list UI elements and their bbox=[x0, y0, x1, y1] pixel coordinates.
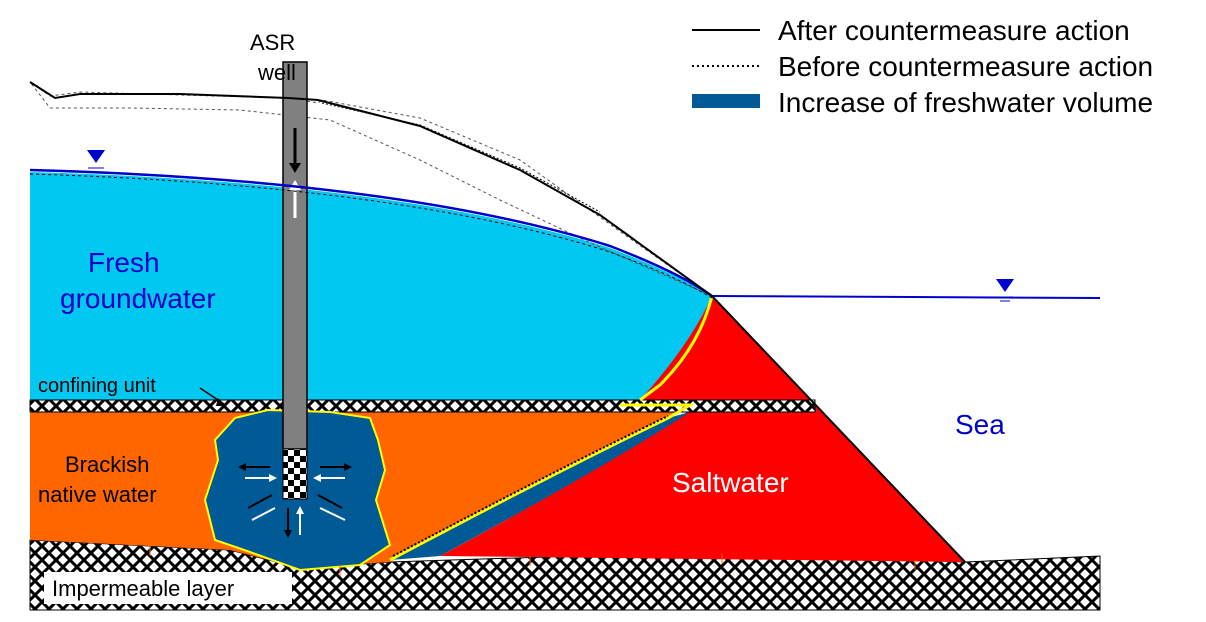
impermeable-layer-label: Impermeable layer bbox=[52, 576, 234, 601]
intrusion-strip bbox=[390, 412, 690, 560]
legend-increase-swatch bbox=[692, 94, 760, 108]
water-table-before bbox=[29, 173, 713, 299]
legend-increase-label: Increase of freshwater volume bbox=[778, 87, 1153, 118]
interface-yellow-lower bbox=[389, 403, 696, 562]
asr-well-screen bbox=[282, 448, 308, 500]
water-table-after bbox=[29, 168, 713, 298]
water-level-icon-sea bbox=[996, 279, 1014, 302]
legend-before-label: Before countermeasure action bbox=[778, 51, 1153, 82]
fresh-groundwater-label-line1: Fresh bbox=[88, 247, 160, 278]
legend-after-label: After countermeasure action bbox=[778, 15, 1130, 46]
interface-yellow-upper bbox=[639, 295, 714, 402]
water-level-icon-land bbox=[87, 150, 105, 173]
legend: After countermeasure action Before count… bbox=[692, 15, 1153, 118]
asr-well-label-line2: well bbox=[257, 60, 296, 85]
sea-level bbox=[711, 295, 1101, 299]
brackish-water-label-line1: Brackish bbox=[65, 452, 149, 477]
confining-unit-pointer-head bbox=[216, 398, 226, 406]
fresh-groundwater-zone bbox=[30, 172, 712, 400]
sea-label: Sea bbox=[955, 409, 1005, 440]
brackish-water-label-line2: native water bbox=[38, 482, 157, 507]
confining-unit-label: confining unit bbox=[38, 375, 156, 397]
asr-well-casing bbox=[282, 61, 308, 450]
impermeable-tick-marks bbox=[149, 546, 916, 576]
well-arrows bbox=[238, 128, 352, 538]
saltwater-label: Saltwater bbox=[672, 467, 789, 498]
confining-unit-layer bbox=[29, 399, 816, 413]
interface-dotted bbox=[392, 415, 669, 557]
impermeable-label-box bbox=[44, 572, 292, 604]
saltwater-zone bbox=[440, 296, 965, 562]
fresh-groundwater-label-line2: groundwater bbox=[60, 283, 216, 314]
land-surface-after bbox=[29, 81, 966, 563]
soil-hatch bbox=[29, 81, 713, 297]
asr-well-label-line1: ASR bbox=[250, 30, 295, 55]
